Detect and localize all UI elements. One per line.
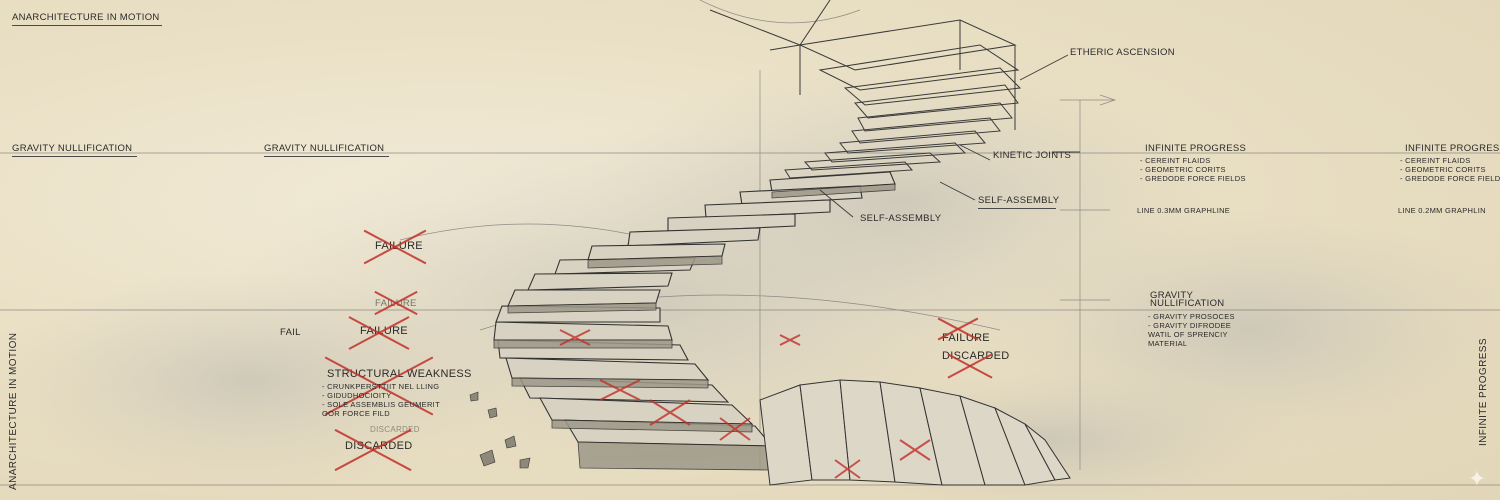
red-x-mark-1 xyxy=(360,232,430,262)
self-assembly-label-1: SELF-ASSEMBLY xyxy=(978,195,1060,206)
infinite-1-item-1: - CEREINT FLAIDS xyxy=(1140,156,1211,165)
infinite-progress-title-2: INFINITE PROGRESS xyxy=(1405,143,1500,154)
structural-item-1: - CRUNKPERSTTIIT NEL LLING xyxy=(322,382,440,391)
title-underline xyxy=(12,25,162,26)
gravity-item-1: - GRAVITY PROSOCES xyxy=(1148,312,1235,321)
structural-weakness-list: - CRUNKPERSTTIIT NEL LLING - GIDUDHOCIOI… xyxy=(322,382,440,418)
gravity-block-list: - GRAVITY PROSOCES - GRAVITY DIFRODEE WA… xyxy=(1148,312,1235,348)
graphline-label-1: LINE 0.3MM GRAPHLINE xyxy=(1137,206,1231,215)
self-assembly-underline xyxy=(978,208,1056,209)
red-x-discarded-right xyxy=(945,352,995,380)
red-x-discarded-left xyxy=(330,432,416,467)
gravity-underline-2 xyxy=(264,156,389,157)
etheric-ascension-label: ETHERIC ASCENSION xyxy=(1070,47,1175,58)
red-x-mark-4 xyxy=(935,318,980,340)
gravity-block-title-1: GRAVITY xyxy=(1150,290,1194,301)
fail-label: FAIL xyxy=(280,327,301,338)
infinite-2-item-3: - GREDODE FORCE FIELDS xyxy=(1400,174,1500,183)
gravity-block-title-2: NULLIFICATION xyxy=(1150,298,1225,309)
gravity-item-2: - GRAVITY DIFRODEE xyxy=(1148,321,1232,330)
infinite-2-item-2: - GEOMETRIC CORITS xyxy=(1400,165,1486,174)
side-title-left: ANARCHITECTURE IN MOTION xyxy=(8,332,19,490)
self-assembly-label-2: SELF-ASSEMBLY xyxy=(860,213,942,224)
infinite-progress-title-1: INFINITE PROGRESS xyxy=(1145,143,1247,154)
structural-item-2: - GIDUDHOCIOITY xyxy=(322,391,392,400)
red-x-mark-3 xyxy=(345,318,413,348)
title: ANARCHITECTURE IN MOTION xyxy=(12,12,160,23)
discarded-faint-label: DISCARDED xyxy=(370,425,420,434)
structural-item-3: - SOLE ASSEMBLIS GEUMERIT xyxy=(322,400,440,409)
gravity-item-3: WATIL OF SPRENCIY xyxy=(1148,330,1228,339)
infinite-progress-list-2: - CEREINT FLAIDS - GEOMETRIC CORITS - GR… xyxy=(1400,156,1500,183)
kinetic-joints-label: KINETIC JOINTS xyxy=(993,150,1072,161)
sparkle-icon: ✦ xyxy=(1467,466,1487,491)
infinite-2-item-1: - CEREINT FLAIDS xyxy=(1400,156,1471,165)
gravity-item-4: MATERIAL xyxy=(1148,339,1188,348)
gravity-label-1: GRAVITY NULLIFICATION xyxy=(12,143,133,154)
infinite-progress-list-1: - CEREINT FLAIDS - GEOMETRIC CORITS - GR… xyxy=(1140,156,1246,183)
structural-item-4: OOR FORCE FILD xyxy=(322,409,390,418)
side-title-right: INFINITE PROGRESS xyxy=(1478,338,1489,446)
infinite-1-item-2: - GEOMETRIC CORITS xyxy=(1140,165,1226,174)
graphline-label-2: LINE 0.2MM GRAPHLIN xyxy=(1398,206,1486,215)
infinite-1-item-3: - GREDODE FORCE FIELDS xyxy=(1140,174,1246,183)
red-x-mark-2 xyxy=(372,292,420,314)
gravity-underline-1 xyxy=(12,156,137,157)
gravity-label-2: GRAVITY NULLIFICATION xyxy=(264,143,385,154)
